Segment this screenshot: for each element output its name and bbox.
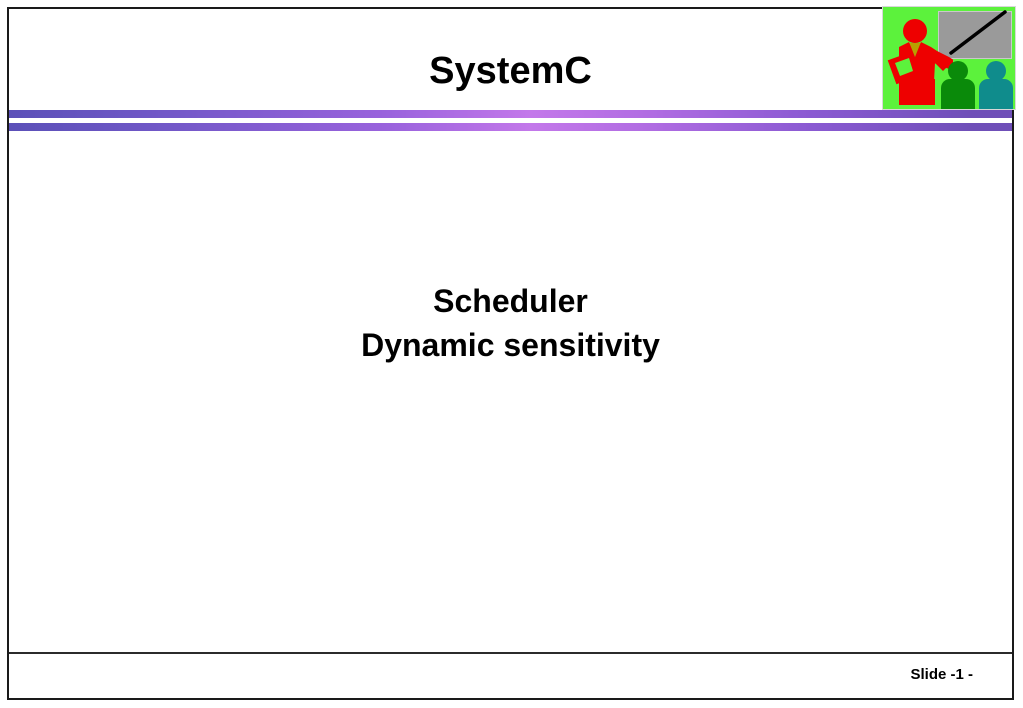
slide-number-label: Slide -1 -	[910, 666, 973, 683]
student-figure-teal-icon	[979, 61, 1013, 109]
slide-header: SystemC	[9, 6, 1016, 110]
content-line-2: Dynamic sensitivity	[361, 327, 660, 363]
content-heading-block: Scheduler Dynamic sensitivity	[9, 279, 1012, 367]
student-body	[941, 79, 975, 109]
stripe-lower	[9, 123, 1012, 131]
slide-body: Scheduler Dynamic sensitivity	[9, 132, 1012, 653]
systemc-classroom-logo	[882, 6, 1016, 110]
slide-footer: Slide -1 -	[9, 654, 1012, 698]
header-divider-stripes	[9, 110, 1012, 132]
page-title: SystemC	[429, 50, 592, 92]
student-head	[948, 61, 968, 81]
stripe-upper	[9, 110, 1012, 118]
student-head	[986, 61, 1006, 81]
slide-canvas: SystemC	[7, 6, 1016, 700]
footer-divider	[9, 652, 1012, 654]
teacher-figure-icon	[887, 19, 953, 105]
student-body	[979, 79, 1013, 109]
pointer-stick-icon	[949, 10, 1007, 55]
content-line-1: Scheduler	[433, 283, 588, 319]
student-figure-green-icon	[941, 61, 975, 109]
